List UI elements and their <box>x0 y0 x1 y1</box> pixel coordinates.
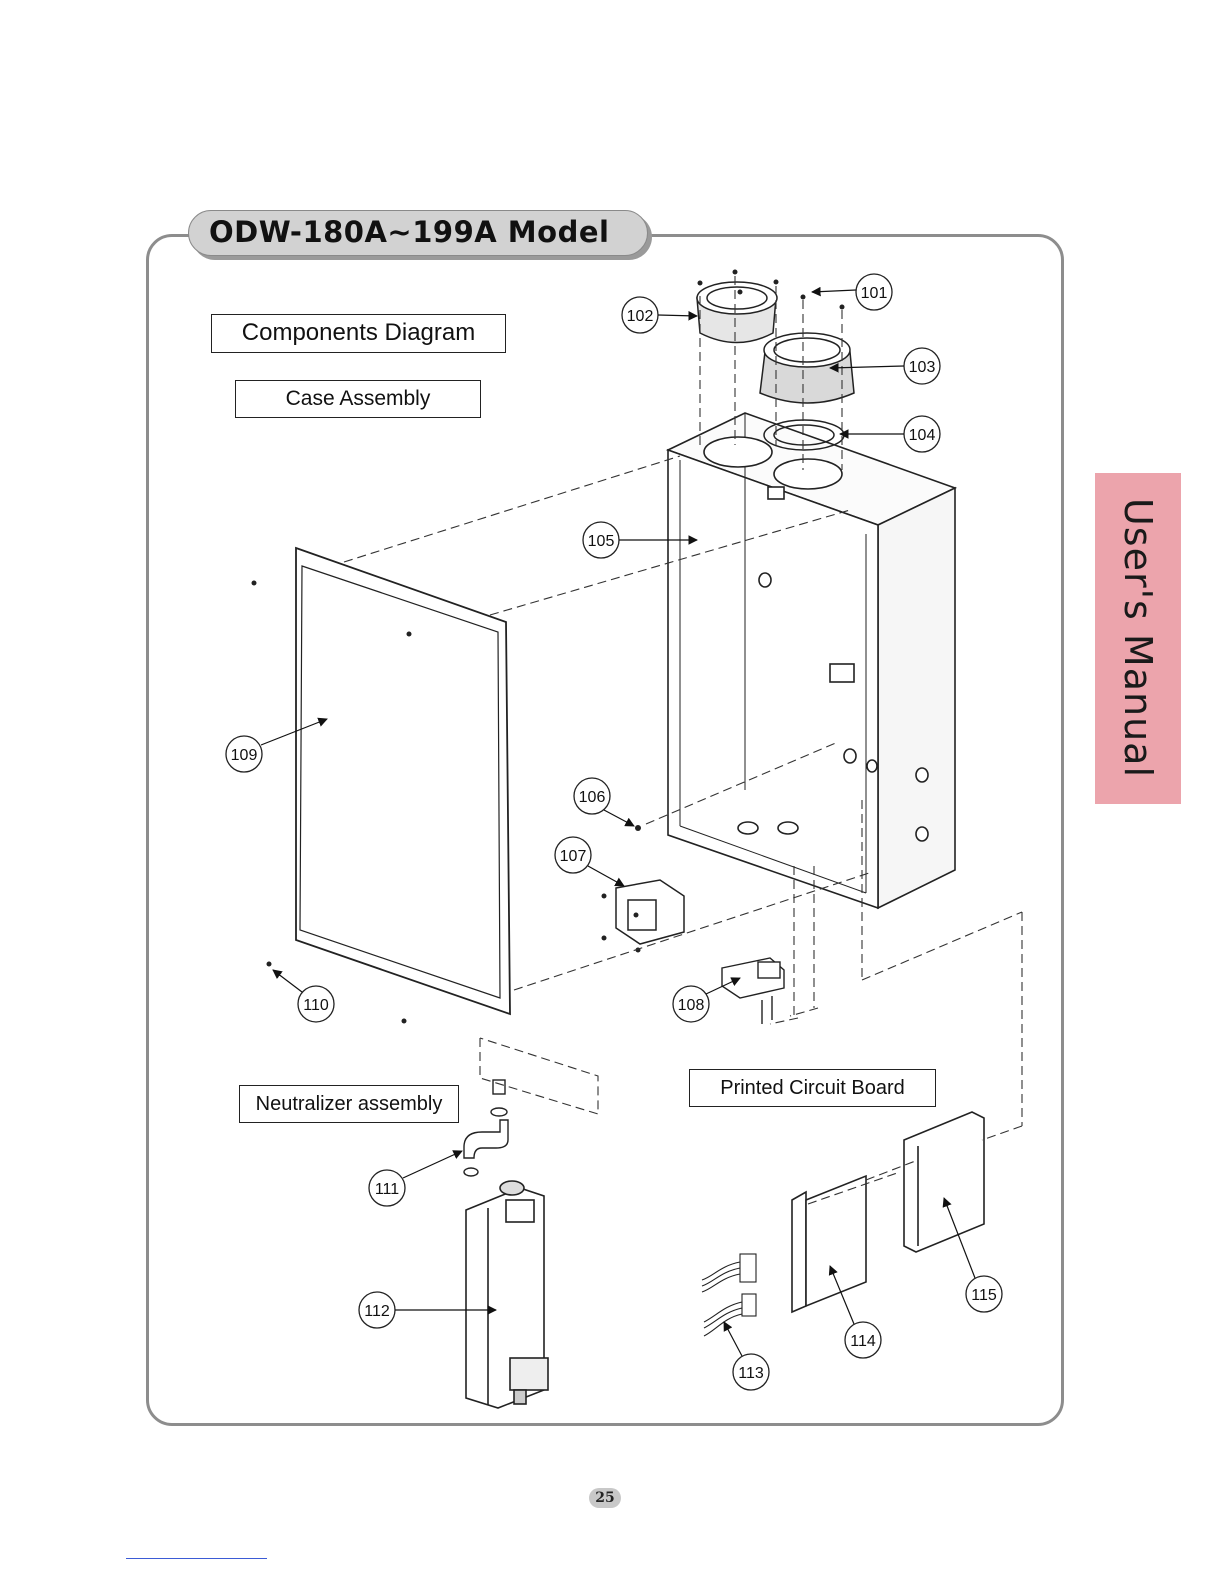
callout-102: 102 <box>622 297 697 333</box>
callout-107: 107 <box>555 837 624 886</box>
svg-text:105: 105 <box>588 533 615 550</box>
svg-text:109: 109 <box>231 747 258 764</box>
pcb-case-115 <box>904 1112 984 1252</box>
svg-text:112: 112 <box>364 1303 390 1320</box>
svg-text:110: 110 <box>303 997 329 1014</box>
callout-104: 104 <box>840 416 940 452</box>
footer-line <box>126 1558 267 1559</box>
svg-text:101: 101 <box>861 285 888 302</box>
wire-harness-113 <box>702 1254 756 1336</box>
neutralizer-elbow-111 <box>464 1080 508 1176</box>
svg-text:111: 111 <box>375 1181 399 1198</box>
case-box <box>668 413 955 908</box>
svg-text:108: 108 <box>678 997 705 1014</box>
callout-106: 106 <box>574 778 634 826</box>
terminal-block-108 <box>722 958 784 1024</box>
page-number: 25 <box>589 1488 621 1508</box>
callout-101: 101 <box>812 274 892 310</box>
svg-text:102: 102 <box>627 308 654 325</box>
svg-text:115: 115 <box>971 1287 997 1304</box>
svg-text:104: 104 <box>909 427 936 444</box>
transformer-107 <box>616 880 684 944</box>
svg-text:113: 113 <box>738 1365 764 1382</box>
svg-text:114: 114 <box>850 1333 876 1350</box>
neutralizer-body-112 <box>466 1181 548 1408</box>
callout-110: 110 <box>273 970 334 1022</box>
side-tab-label: User's Manual <box>1116 498 1160 778</box>
svg-text:107: 107 <box>560 848 587 865</box>
callout-113: 113 <box>724 1322 769 1390</box>
users-manual-side-tab: User's Manual <box>1095 473 1181 804</box>
exhaust-collar-102 <box>697 282 777 343</box>
front-cover <box>296 548 510 1014</box>
svg-text:106: 106 <box>579 789 606 806</box>
svg-text:103: 103 <box>909 359 936 376</box>
callout-111: 111 <box>369 1151 462 1206</box>
